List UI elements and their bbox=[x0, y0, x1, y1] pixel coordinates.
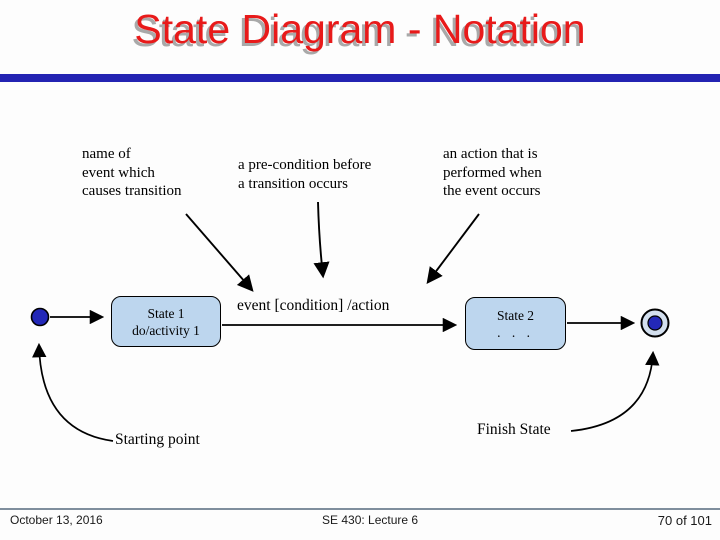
note-pre-condition: a pre-condition before a transition occu… bbox=[238, 157, 372, 192]
arrow-condition-note bbox=[313, 201, 330, 279]
arrow-action-note bbox=[426, 213, 480, 284]
transition-label: event [condition] /action bbox=[237, 297, 390, 314]
starting-point-label: Starting point bbox=[115, 431, 200, 448]
arrow-starting-point bbox=[32, 342, 114, 442]
final-state-ring bbox=[640, 308, 670, 338]
final-state-dot bbox=[647, 315, 663, 331]
footer-date: October 13, 2016 bbox=[10, 513, 103, 527]
note-action: an action that is performed when the eve… bbox=[443, 146, 542, 199]
footer-divider bbox=[0, 508, 720, 510]
initial-state-marker bbox=[30, 307, 50, 327]
page-title: State Diagram - Notation bbox=[134, 6, 586, 52]
state1-activity: do/activity 1 bbox=[132, 322, 200, 338]
arrow-event-note bbox=[185, 213, 254, 292]
footer-page-number: 70 of 101 bbox=[657, 513, 712, 528]
state2-box: State 2 . . . bbox=[465, 297, 566, 350]
arrow-finish-state bbox=[570, 350, 660, 432]
note-event-name: name of event which causes transition bbox=[82, 146, 182, 199]
state1-box: State 1 do/activity 1 bbox=[111, 296, 221, 347]
title-accent-bar bbox=[0, 74, 720, 82]
finish-state-label: Finish State bbox=[477, 421, 551, 438]
state1-name: State 1 bbox=[147, 305, 185, 321]
state2-name: State 2 bbox=[496, 307, 535, 323]
footer-course: SE 430: Lecture 6 bbox=[322, 513, 419, 527]
state2-activity: . . . bbox=[497, 324, 534, 340]
